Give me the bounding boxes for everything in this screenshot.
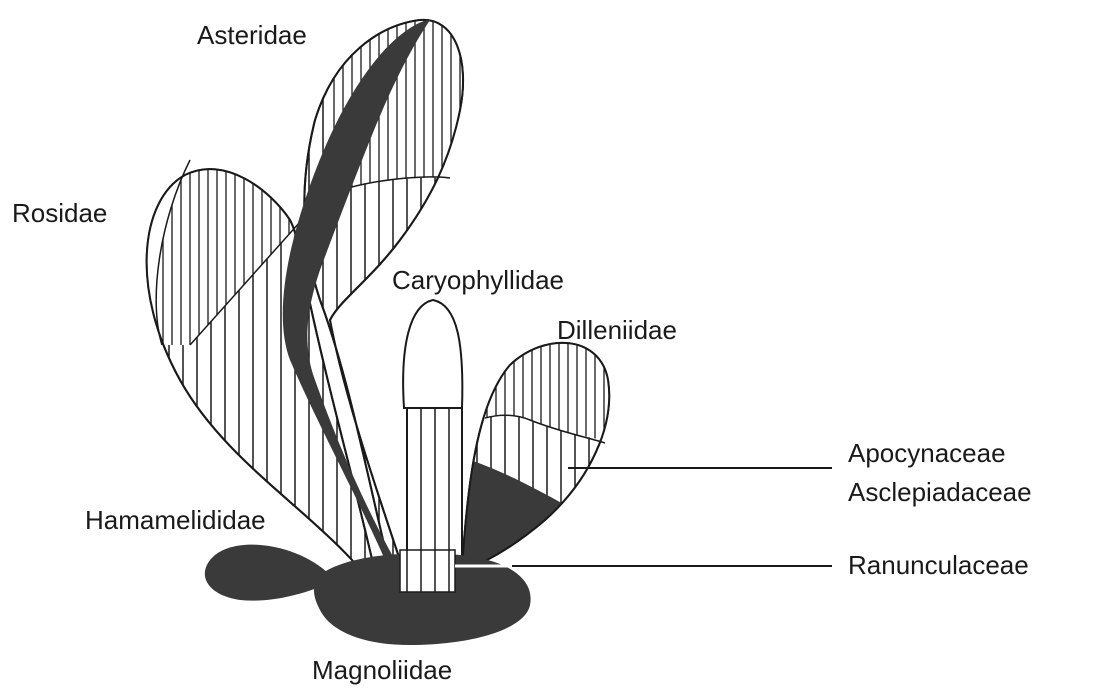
label-ranunculaceae: Ranunculaceae [848, 550, 1029, 580]
caryophyllidae-lobe [403, 300, 462, 590]
label-caryophyllidae: Caryophyllidae [392, 265, 564, 295]
label-rosidae: Rosidae [12, 198, 107, 228]
label-dilleniidae: Dilleniidae [557, 315, 677, 345]
label-apocynaceae: Apocynaceae [848, 438, 1006, 468]
magnoliidae-base [205, 545, 531, 645]
label-asteridae: Asteridae [197, 20, 307, 50]
label-hamamelididae: Hamamelididae [85, 505, 266, 535]
label-magnoliidae: Magnoliidae [312, 655, 452, 685]
label-asclepiadaceae: Asclepiadaceae [848, 477, 1032, 507]
